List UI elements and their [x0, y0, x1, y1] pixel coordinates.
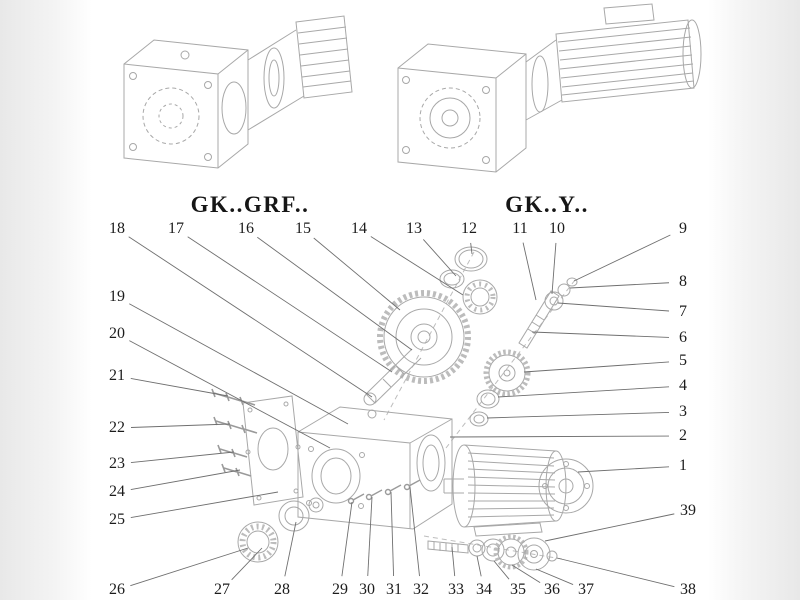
leader-line-7 [557, 302, 670, 312]
upper-bearing [462, 279, 498, 315]
leader-line-34 [476, 555, 482, 577]
leader-line-37 [535, 568, 574, 585]
leader-line-36 [511, 564, 541, 583]
leader-line-19 [129, 303, 349, 425]
leader-line-15 [313, 237, 401, 311]
callout-18: 18 [109, 220, 125, 237]
leader-line-3 [486, 411, 670, 419]
leader-line-29 [341, 501, 353, 577]
leader-line-16 [257, 236, 413, 351]
gear-shaft [363, 348, 422, 406]
leader-line-9 [573, 234, 671, 282]
callout-5: 5 [679, 352, 687, 369]
callout-24: 24 [109, 483, 125, 500]
cover-bolts [211, 388, 258, 477]
callout-2: 2 [679, 427, 687, 444]
callout-10: 10 [549, 220, 565, 237]
gear-housing [297, 406, 453, 530]
callout-26: 26 [109, 581, 125, 598]
leader-line-26 [130, 547, 249, 587]
callout-3: 3 [679, 403, 687, 420]
variant-title-gk-grf: GK..GRF.. [190, 192, 310, 217]
callout-11: 11 [512, 220, 528, 237]
callout-33: 33 [448, 581, 464, 598]
leader-line-39 [544, 513, 675, 542]
leader-line-30 [367, 496, 373, 577]
leader-line-8 [569, 282, 670, 289]
callout-35: 35 [510, 581, 526, 598]
input-shaft-assembly [518, 277, 578, 349]
input-gear [483, 349, 531, 397]
callout-29: 29 [332, 581, 348, 598]
lower-bearing [237, 521, 279, 563]
callout-23: 23 [109, 455, 125, 472]
callout-8: 8 [679, 273, 687, 290]
leader-line-12 [470, 242, 473, 255]
callout-14: 14 [351, 220, 367, 237]
leader-line-24 [130, 469, 241, 490]
leader-line-5 [523, 361, 670, 373]
callout-36: 36 [544, 581, 560, 598]
cover-plate [242, 395, 304, 506]
leader-line-17 [187, 236, 393, 373]
leader-line-31 [390, 491, 395, 577]
callout-37: 37 [578, 581, 594, 598]
callout-20: 20 [109, 325, 125, 342]
leader-line-35 [493, 560, 510, 580]
large-gear [377, 290, 471, 384]
overview-unit-gk-grf [123, 15, 353, 169]
lower-seal-rings [469, 389, 500, 427]
leader-line-14 [370, 236, 464, 296]
leader-line-2 [449, 435, 670, 438]
leader-line-11 [522, 242, 537, 301]
callout-4: 4 [679, 377, 687, 394]
leader-line-23 [130, 451, 235, 464]
callout-25: 25 [109, 511, 125, 528]
callout-13: 13 [406, 220, 422, 237]
callout-27: 27 [214, 581, 230, 598]
callout-39: 39 [680, 502, 696, 519]
leader-line-25 [130, 491, 279, 519]
variant-title-gk-y: GK..Y.. [505, 192, 589, 217]
callout-17: 17 [168, 220, 184, 237]
callout-19: 19 [109, 288, 125, 305]
leader-line-32 [409, 486, 420, 577]
callout-1: 1 [679, 457, 687, 474]
leader-line-21 [130, 378, 229, 397]
callout-7: 7 [679, 303, 687, 320]
leader-line-1 [577, 466, 670, 473]
axis-lines [383, 251, 576, 560]
leader-line-6 [531, 331, 670, 338]
leader-line-20 [129, 340, 331, 449]
callout-6: 6 [679, 329, 687, 346]
callout-28: 28 [274, 581, 290, 598]
callout-38: 38 [680, 581, 696, 598]
leader-line-18 [128, 236, 373, 398]
leader-line-28 [284, 521, 297, 577]
leader-line-4 [497, 386, 670, 398]
callout-34: 34 [476, 581, 492, 598]
overview-unit-gk-y [397, 3, 702, 173]
callout-16: 16 [238, 220, 254, 237]
callout-31: 31 [386, 581, 402, 598]
callout-9: 9 [679, 220, 687, 237]
callout-22: 22 [109, 419, 125, 436]
leader-line-10 [551, 242, 557, 295]
leader-line-22 [130, 423, 231, 428]
motor [443, 444, 594, 537]
leader-line-13 [422, 239, 457, 277]
callout-30: 30 [359, 581, 375, 598]
leader-line-33 [451, 546, 456, 577]
callout-12: 12 [461, 220, 477, 237]
output-shaft-assembly [427, 534, 558, 571]
callout-32: 32 [413, 581, 429, 598]
callout-15: 15 [295, 220, 311, 237]
leader-line-27 [231, 547, 263, 581]
flange-bolts [347, 479, 421, 505]
leader-line-38 [556, 557, 675, 588]
callout-21: 21 [109, 367, 125, 384]
